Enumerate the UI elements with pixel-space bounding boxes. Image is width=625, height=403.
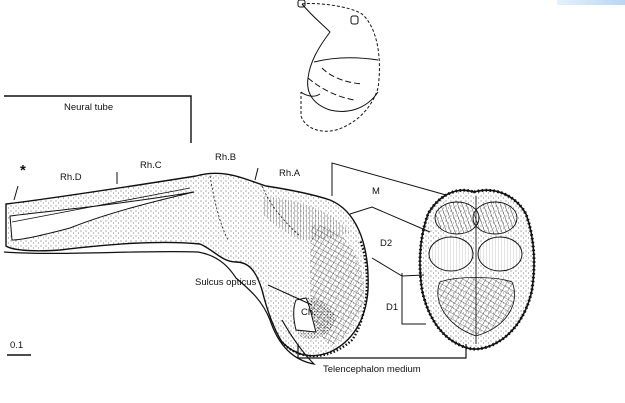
- d1-label: D1: [386, 302, 399, 313]
- rh-d-label: Rh.D: [60, 172, 82, 183]
- scale-label: 0.1: [10, 340, 24, 351]
- rh-c-label: Rh.C: [140, 160, 162, 171]
- dorsal-brain-view: [418, 188, 536, 351]
- star-marker: *: [20, 162, 26, 179]
- neural-tube-bracket: [4, 95, 192, 143]
- d2-label: D2: [380, 238, 393, 249]
- rh-b-label: Rh.B: [215, 152, 237, 163]
- telencephalon-bracket: [297, 344, 467, 359]
- window-accent-bar: [557, 0, 625, 5]
- neural-tube-label: Neural tube: [64, 102, 114, 113]
- telencephalon-medium-label: Telencephalon medium: [323, 364, 421, 375]
- m-label: M: [372, 186, 380, 197]
- rh-a-label: Rh.A: [279, 168, 301, 179]
- sulcus-opticus-pointer: [267, 284, 313, 306]
- segment-ticks: [13, 167, 259, 201]
- lateral-brain: [3, 172, 369, 365]
- sulcus-opticus-label: Sulcus opticus: [195, 277, 257, 288]
- orientation-sketch: [297, 0, 380, 132]
- region-connector-lines: [331, 162, 447, 325]
- chiasma-label: Ch.: [301, 307, 316, 318]
